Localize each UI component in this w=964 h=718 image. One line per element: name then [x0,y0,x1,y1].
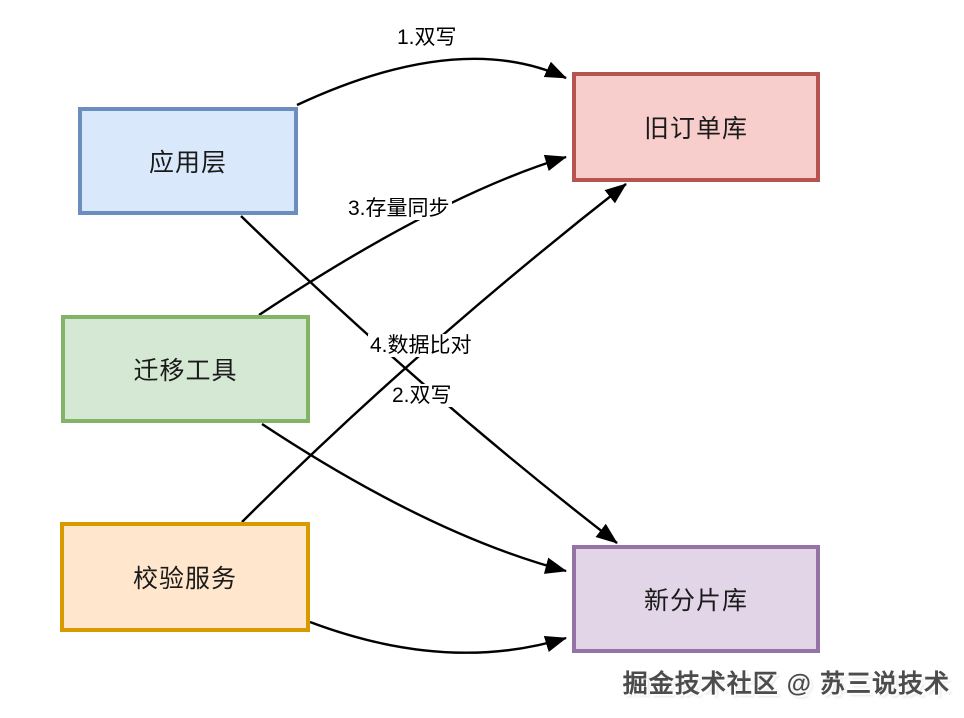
node-migration-tool: 迁移工具 [61,315,310,423]
edge-label-stock-sync: 3.存量同步 [346,197,452,221]
node-old-order-db: 旧订单库 [572,72,820,182]
node-new-shard-db-label: 新分片库 [643,587,748,615]
arrow-migration-to-new-db [261,422,567,574]
node-old-order-db-label: 旧订单库 [643,115,748,143]
arrow-app-to-old-db [296,57,567,107]
watermark-text: 掘金技术社区 @ 苏三说技术 [622,670,950,698]
edge-label-data-compare: 4.数据比对 [368,334,474,358]
arrow-validation-to-new-db [309,620,567,654]
edge-label-dual-write-1: 1.双写 [395,26,459,50]
node-new-shard-db: 新分片库 [572,545,820,653]
node-validation-service: 校验服务 [60,522,310,632]
node-validation-service-label: 校验服务 [132,565,237,593]
arrow-migration-to-old-db [258,154,567,317]
node-migration-tool-label: 迁移工具 [133,357,238,385]
node-app-layer-label: 应用层 [148,149,227,177]
edge-label-dual-write-2: 2.双写 [390,384,454,408]
node-app-layer: 应用层 [78,107,298,215]
